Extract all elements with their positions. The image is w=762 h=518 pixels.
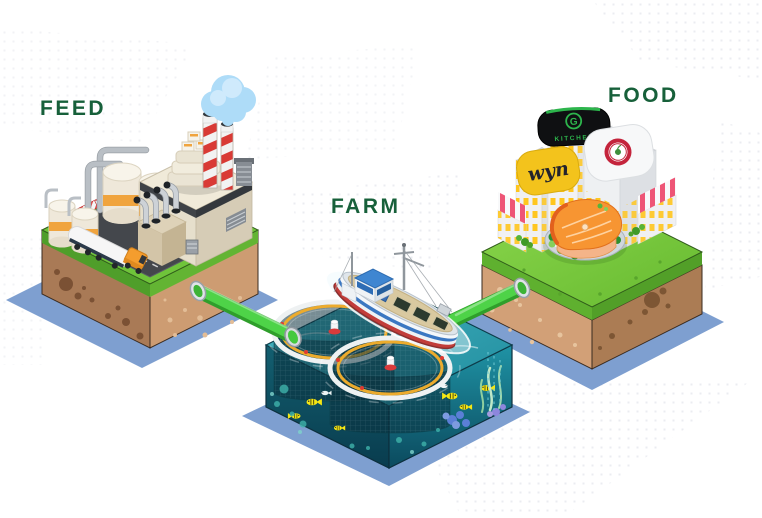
- pipe-flange: [189, 280, 207, 302]
- dot-pattern-decoration: [245, 45, 420, 160]
- salmon-plate-icon: [543, 198, 627, 265]
- food-label: FOOD: [608, 84, 679, 107]
- net-pen-icon: [319, 332, 461, 404]
- sign-script: wyn: [516, 146, 581, 196]
- awning-icon: [498, 192, 526, 224]
- water-texture: [487, 352, 501, 410]
- pipe-feed-to-farm: [189, 280, 302, 348]
- kitchen-logo-letter: G: [570, 117, 579, 128]
- truck-icon: [67, 226, 148, 274]
- pipe-farm-to-food: [445, 277, 531, 328]
- cargo-boxes: [181, 131, 209, 152]
- kitchen-sign-label: KITCHEN: [554, 134, 594, 143]
- feed-label: FEED: [40, 97, 107, 120]
- awning-icon: [638, 177, 676, 214]
- earth-spots: [54, 269, 144, 340]
- wheelhouse: [341, 268, 395, 303]
- grass-dots: [522, 260, 662, 296]
- fishing-boat-icon: [325, 243, 471, 355]
- silo-icon: [102, 162, 142, 224]
- pipe-flange: [513, 277, 531, 299]
- pipe-arch-icon: [84, 146, 150, 236]
- sign-roundel: [583, 124, 655, 182]
- feed-block: [6, 75, 278, 368]
- food-block: G KITCHEN wyn: [460, 107, 724, 390]
- masts-rigging: [333, 243, 453, 313]
- farm-label: FARM: [331, 195, 401, 218]
- pipe-collar: [284, 326, 302, 348]
- smoke-icon: [201, 75, 256, 126]
- bubbles: [270, 384, 440, 454]
- bush-icon: [516, 224, 645, 248]
